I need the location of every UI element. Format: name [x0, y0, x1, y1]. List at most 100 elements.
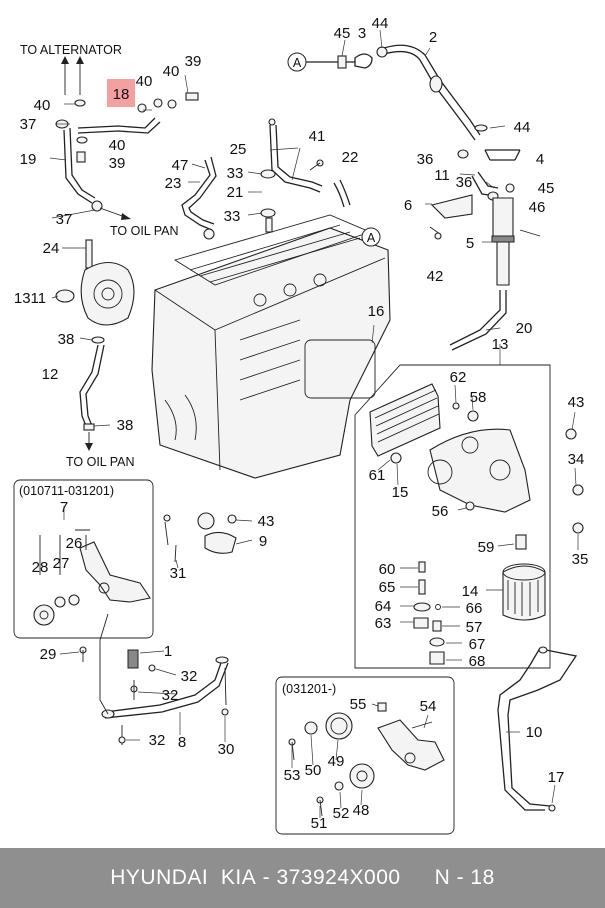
part-label-46: 46 [529, 199, 546, 216]
part-label-40d: 40 [109, 137, 126, 154]
part-label-49: 49 [328, 753, 345, 770]
part-label-23: 23 [165, 175, 182, 192]
highlight-box-part-18 [107, 79, 135, 107]
part-label-37a: 37 [20, 116, 37, 133]
part-label-64: 64 [375, 598, 392, 615]
part-label-68: 68 [469, 653, 486, 670]
part-label-13: 13 [492, 336, 509, 353]
part-label-47: 47 [172, 157, 189, 174]
part-label-59: 59 [478, 539, 495, 556]
turbocharger [55, 239, 135, 451]
part-label-58: 58 [470, 389, 487, 406]
part-label-40c: 40 [34, 97, 51, 114]
part-label-24: 24 [43, 240, 60, 257]
part-label-61: 61 [369, 467, 386, 484]
footer-bar: HYUNDAI KIA - 373924X000 N - 18 [0, 848, 605, 908]
part-label-43b: 43 [258, 513, 275, 530]
part-label-44b: 44 [514, 119, 531, 136]
part-label-32b: 32 [162, 687, 179, 704]
leader-lines [49, 29, 579, 818]
oil-level-gauge [497, 646, 578, 812]
part-label-42: 42 [427, 268, 444, 285]
upper-pipes [300, 44, 541, 351]
part-label-20: 20 [516, 320, 533, 337]
part-label-52: 52 [333, 805, 350, 822]
part-label-45: 45 [334, 25, 351, 42]
parts-diagram: A A TO ALTERNATOR TO OIL PAN TO OIL PAN … [13, 15, 588, 835]
part-label-33a: 33 [227, 165, 244, 182]
part-label-28: 28 [32, 559, 49, 576]
part-label-57: 57 [466, 619, 483, 636]
part-label-37b: 37 [56, 211, 73, 228]
part-label-19: 19 [20, 151, 37, 168]
part-label-4: 4 [536, 151, 544, 168]
part-number-labels: 45 44 3 2 44 39 40 40 40 18 37 19 40 39 … [14, 15, 588, 832]
part-label-9: 9 [259, 533, 267, 550]
part-label-40a: 40 [136, 73, 153, 90]
part-label-8: 8 [178, 734, 186, 751]
part-label-17: 17 [548, 769, 565, 786]
footer-separator: - [256, 866, 277, 889]
part-label-63: 63 [375, 615, 392, 632]
part-label-32a: 32 [181, 668, 198, 685]
part-label-44: 44 [372, 15, 389, 32]
part-label-43a: 43 [568, 394, 585, 411]
part-label-11: 11 [434, 167, 450, 184]
part-label-66: 66 [466, 600, 483, 617]
part-label-39: 39 [185, 53, 202, 70]
callout-a-2-text: A [367, 231, 376, 245]
part-label-39b: 39 [109, 155, 126, 172]
part-label-16: 16 [368, 303, 385, 320]
footer-part-code: 373924X000 [276, 866, 401, 889]
part-label-1311: 1311 [14, 290, 46, 307]
part-label-5: 5 [466, 235, 474, 252]
part-label-33b: 33 [224, 208, 241, 225]
breather-hoses [181, 118, 351, 240]
oil-cooler-group [354, 364, 584, 669]
footer-brand: HYUNDAI KIA [110, 866, 257, 889]
part-label-1: 1 [164, 643, 172, 660]
part-label-67: 67 [469, 636, 486, 653]
part-label-22: 22 [342, 149, 359, 166]
oil-pump-pickup [79, 512, 237, 745]
part-label-65: 65 [379, 579, 396, 596]
part-label-60: 60 [379, 561, 396, 578]
part-label-62: 62 [450, 369, 467, 386]
part-label-54: 54 [420, 698, 437, 715]
part-label-36b: 36 [456, 174, 473, 191]
to-oil-pan-label-bottom: TO OIL PAN [66, 455, 135, 469]
to-oil-pan-label-top: TO OIL PAN [110, 224, 179, 238]
part-label-50: 50 [305, 762, 322, 779]
part-label-34: 34 [568, 451, 585, 468]
old-pump-box [13, 479, 177, 639]
part-label-2: 2 [429, 29, 437, 46]
part-label-36a: 36 [417, 151, 434, 168]
range-old-label: (010711-031201) [19, 484, 114, 498]
part-label-45b: 45 [538, 180, 555, 197]
part-label-31: 31 [170, 565, 187, 582]
callout-a-2: A [361, 227, 381, 247]
part-label-51: 51 [311, 815, 328, 832]
part-label-14: 14 [462, 583, 479, 600]
part-label-38b: 38 [117, 417, 134, 434]
part-label-27: 27 [53, 555, 70, 572]
new-pump-box [275, 676, 455, 835]
part-label-6: 6 [404, 197, 412, 214]
part-label-55: 55 [350, 696, 367, 713]
callout-a-1-text: A [293, 56, 302, 70]
part-label-21: 21 [227, 184, 244, 201]
callout-a-1: A [287, 52, 307, 72]
part-label-38a: 38 [58, 331, 75, 348]
part-label-12: 12 [42, 366, 59, 383]
part-label-48: 48 [353, 802, 370, 819]
part-label-15: 15 [392, 484, 409, 501]
engine-block [151, 214, 391, 479]
part-label-40b: 40 [163, 63, 180, 80]
part-label-10: 10 [526, 724, 543, 741]
part-label-18: 18 [113, 86, 130, 103]
footer-position: N - 18 [434, 866, 495, 889]
part-label-56: 56 [432, 503, 449, 520]
part-label-29: 29 [40, 646, 57, 663]
part-label-53: 53 [284, 767, 301, 784]
range-new-label: (031201-) [282, 682, 336, 696]
